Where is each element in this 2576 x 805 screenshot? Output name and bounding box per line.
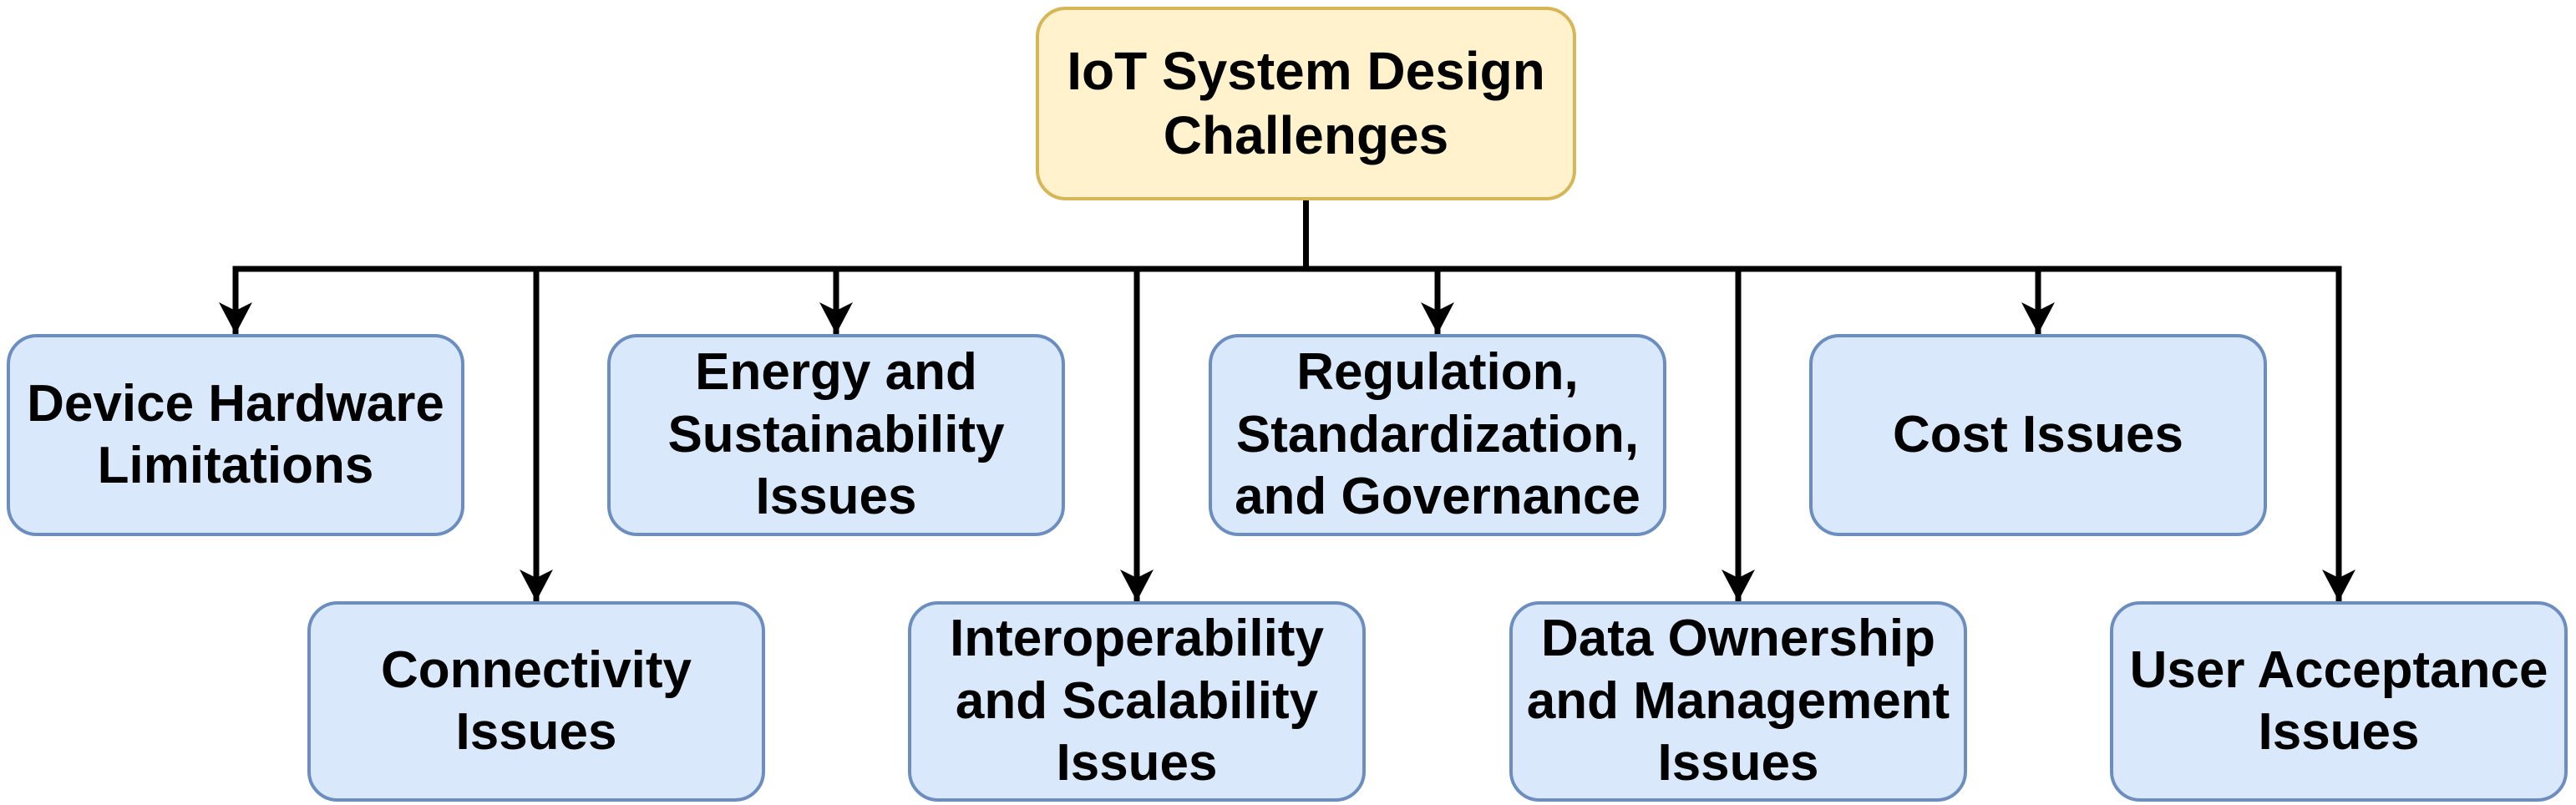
node-cost-issues: Cost Issues	[1809, 334, 2267, 536]
node-energy-sustainability-issues: Energy and Sustainability Issues	[607, 334, 1065, 536]
node-regulation-standardization-governance: Regulation, Standardization, and Governa…	[1209, 334, 1666, 536]
node-data-ownership-management-issues: Data Ownership and Management Issues	[1509, 601, 1967, 802]
node-root-iot-system-design-challenges: IoT System Design Challenges	[1036, 7, 1576, 200]
node-interoperability-scalability-issues: Interoperability and Scalability Issues	[908, 601, 1366, 802]
node-connectivity-issues: Connectivity Issues	[307, 601, 765, 802]
node-device-hardware-limitations: Device Hardware Limitations	[7, 334, 464, 536]
node-user-acceptance-issues: User Acceptance Issues	[2110, 601, 2568, 802]
